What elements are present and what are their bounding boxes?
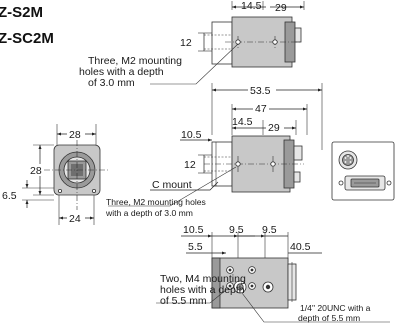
- side-dim-height: 12: [184, 159, 196, 171]
- tripod-note-line2: depth of 5.5 mm: [298, 313, 360, 323]
- top-dim-length: 29: [275, 2, 287, 14]
- top-note-line2: holes with a depth: [79, 66, 164, 78]
- bottom-dim-a: 10.5: [183, 224, 204, 236]
- side-view: 53.5 47 14.5 29 10.5: [105, 83, 323, 218]
- side-note-line2: with a depth of 3.0 mm: [105, 208, 193, 218]
- bottom-note-line2: holes with a depth: [160, 284, 245, 296]
- bottom-dim-c: 9.5: [262, 224, 277, 236]
- model-title-a: Z-S2M: [0, 4, 43, 21]
- front-dim-bottom-width: 24: [69, 213, 81, 225]
- bottom-note-line3: of 5.5 mm: [160, 295, 207, 307]
- side-dim-hole-pitch: 29: [268, 122, 280, 134]
- c-mount-label: C mount: [152, 179, 192, 191]
- bottom-dim-e: 40.5: [290, 241, 311, 253]
- front-dim-bottom-offset: 6.5: [2, 190, 17, 202]
- tripod-note-line1: 1/4" 20UNC with a: [300, 303, 371, 313]
- front-dim-top-width: 28: [69, 129, 81, 141]
- side-dim-body: 47: [255, 103, 267, 115]
- bottom-note-line1: Two, M4 mounting: [160, 273, 246, 285]
- side-dim-total: 53.5: [250, 85, 271, 97]
- top-dim-width: 14.5: [241, 0, 262, 12]
- top-view: 14.5 29 12 Three, M2 mounting holes with…: [79, 0, 305, 89]
- top-dim-height: 12: [180, 37, 192, 49]
- bottom-dim-d: 5.5: [188, 241, 203, 253]
- side-connector: [293, 145, 303, 161]
- model-title-b: Z-SC2M: [0, 30, 54, 47]
- side-dim-lens-mount: 10.5: [181, 129, 202, 141]
- front-view: 28 28 6.5 24: [2, 124, 110, 225]
- top-lens-ring: [211, 21, 233, 65]
- side-note-line1: Three, M2 mounting holes: [106, 197, 206, 207]
- top-note-line3: of 3.0 mm: [88, 77, 135, 89]
- side-dim-offset: 14.5: [232, 116, 253, 128]
- rear-panel: [331, 141, 395, 201]
- rear-view: [331, 141, 395, 201]
- bottom-view: 10.5 9.5 9.5 5.5 40.5: [156, 224, 390, 323]
- top-note-line1: Three, M2 mounting: [88, 55, 182, 67]
- front-dim-height: 28: [30, 165, 42, 177]
- bottom-dim-b: 9.5: [229, 224, 244, 236]
